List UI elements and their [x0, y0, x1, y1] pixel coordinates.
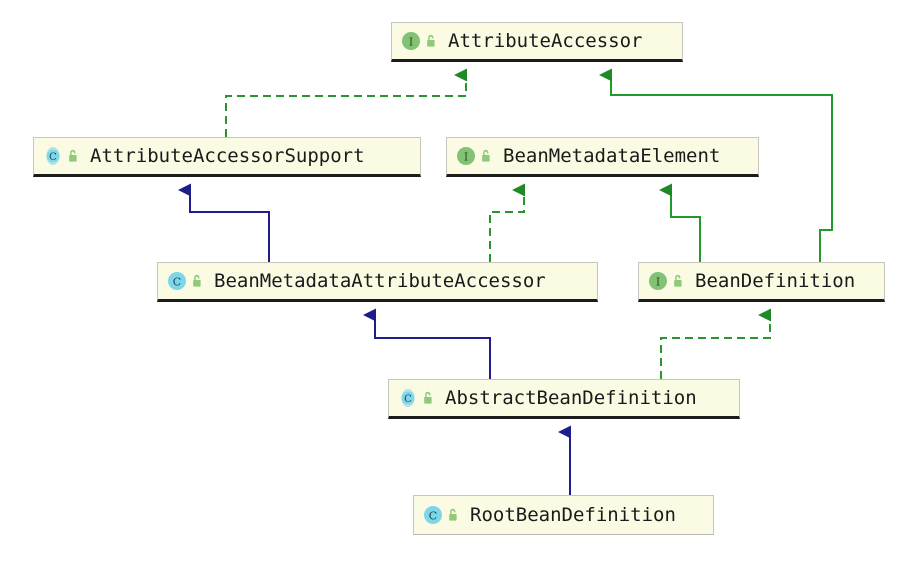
unlocked-padlock-icon [66, 148, 81, 164]
svg-text:C: C [404, 394, 412, 405]
class-icon: C [423, 505, 443, 525]
edge-abstract-bean-definition-extends-bean-metadata-attribute-accessor [363, 308, 491, 379]
uml-node-attribute-accessor[interactable]: I AttributeAccessor [391, 22, 683, 62]
unlocked-padlock-icon [424, 33, 439, 49]
edge-abstract-bean-definition-implements-bean-definition [660, 308, 771, 379]
uml-node-bean-definition[interactable]: I BeanDefinition [638, 262, 885, 302]
abstract-class-icon: C [398, 388, 418, 408]
uml-node-abstract-bean-definition[interactable]: C AbstractBeanDefinition [388, 379, 740, 419]
svg-text:I: I [464, 151, 468, 164]
edge-bean-metadata-attribute-accessor-extends-attribute-accessor-support [178, 183, 270, 262]
uml-node-root-bean-definition[interactable]: C RootBeanDefinition [413, 495, 714, 535]
unlocked-padlock-icon [421, 390, 436, 406]
svg-text:C: C [49, 152, 57, 163]
interface-icon: I [401, 31, 421, 51]
node-label: BeanDefinition [695, 269, 856, 292]
svg-text:C: C [173, 276, 181, 289]
edge-bean-definition-extends-bean-metadata-element [659, 183, 701, 262]
uml-node-attribute-accessor-support[interactable]: C AttributeAccessorSupport [33, 137, 421, 177]
interface-icon: I [648, 271, 668, 291]
class-icon: C [167, 271, 187, 291]
node-label: RootBeanDefinition [470, 503, 676, 526]
abstract-class-icon: C [43, 146, 63, 166]
node-label: AttributeAccessor [448, 29, 643, 52]
svg-text:C: C [429, 510, 437, 523]
edge-attribute-accessor-support-implements-attribute-accessor [225, 68, 467, 137]
node-icons: C [43, 146, 81, 166]
node-label: AttributeAccessorSupport [90, 144, 365, 167]
node-icons: C [423, 505, 461, 525]
node-icons: I [401, 31, 439, 51]
node-icons: I [648, 271, 686, 291]
unlocked-padlock-icon [190, 273, 205, 289]
unlocked-padlock-icon [671, 273, 686, 289]
uml-node-bean-metadata-element[interactable]: I BeanMetadataElement [446, 137, 759, 177]
uml-node-bean-metadata-attribute-accessor[interactable]: C BeanMetadataAttributeAccessor [157, 262, 598, 302]
interface-icon: I [456, 146, 476, 166]
unlocked-padlock-icon [479, 148, 494, 164]
node-label: BeanMetadataAttributeAccessor [214, 269, 546, 292]
node-label: BeanMetadataElement [503, 144, 721, 167]
node-icons: C [398, 388, 436, 408]
svg-text:I: I [656, 276, 660, 289]
edge-bean-metadata-attribute-accessor-implements-bean-metadata-element [489, 183, 525, 262]
svg-text:I: I [409, 36, 413, 49]
node-icons: C [167, 271, 205, 291]
node-label: AbstractBeanDefinition [445, 386, 697, 409]
unlocked-padlock-icon [446, 507, 461, 523]
node-icons: I [456, 146, 494, 166]
